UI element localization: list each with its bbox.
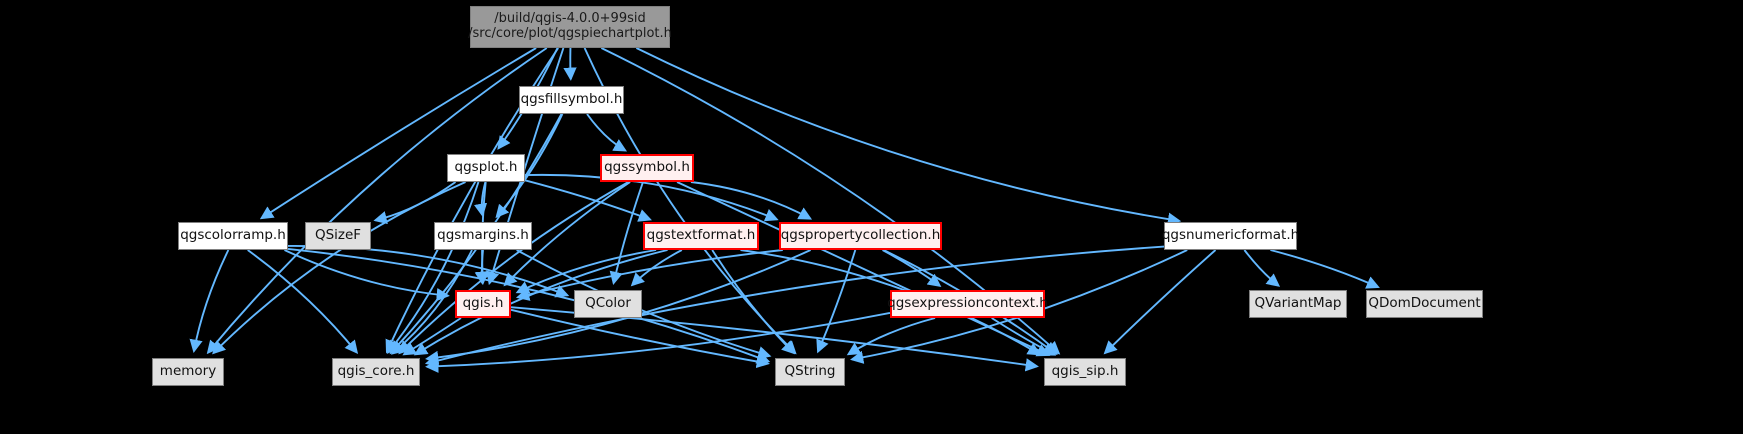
graph-edge-qgsplot-to-memory [212, 181, 466, 355]
graph-edge-qgstextformat-to-qgis [515, 249, 657, 294]
graph-node-qgis_core[interactable]: qgis_core.h [332, 358, 420, 386]
graph-edge-qgscolorramp-to-qgis_core [247, 249, 359, 355]
graph-node-QSizeF[interactable]: QSizeF [305, 222, 371, 250]
graph-edge-qgsplot-to-qgis_core [386, 181, 480, 355]
graph-node-qgsplot[interactable]: qgsplot.h [447, 154, 525, 182]
graph-node-qgssymbol[interactable]: qgssymbol.h [600, 154, 694, 182]
graph-edge-qgssymbol-to-QColor [609, 181, 644, 286]
graph-edge-qgsmargins-to-qgis [474, 249, 488, 285]
graph-node-root[interactable]: /build/qgis-4.0.0+99sid /src/core/plot/q… [468, 6, 672, 48]
graph-edge-qgstextformat-to-QString [711, 249, 796, 355]
graph-node-qgsexpressioncontext[interactable]: qgsexpressioncontext.h [887, 290, 1048, 318]
graph-edge-qgsfillsymbol-to-qgsmargins [495, 113, 564, 219]
graph-node-qgis[interactable]: qgis.h [455, 290, 511, 318]
graph-edge-root-to-qgsnumericformat [635, 47, 1182, 226]
graph-edge-qgsnumericformat-to-QDomDocument [1270, 249, 1380, 289]
graph-edge-qgscolorramp-to-QString [287, 248, 771, 364]
graph-edge-qgstextformat-to-qgis_sip [740, 249, 1042, 356]
graph-edge-qgssymbol-to-qgis [503, 181, 631, 287]
graph-edge-qgsexpressioncontext-to-qgis_core [425, 311, 891, 373]
graph-edge-qgsexpressioncontext-to-QString [846, 317, 936, 356]
graph-edge-qgssymbol-to-qgis_core [398, 181, 629, 355]
graph-node-qgsnumericformat[interactable]: qgsnumericformat.h [1162, 222, 1299, 250]
graph-edge-qgis-to-qgis_core [402, 317, 462, 356]
graph-edge-qgsplot-to-QSizeF [373, 181, 457, 225]
graph-node-QColor[interactable]: QColor [574, 290, 642, 318]
graph-node-qgsmargins[interactable]: qgsmargins.h [434, 222, 532, 250]
graph-node-qgis_sip[interactable]: qgis_sip.h [1044, 358, 1126, 386]
graph-edge-qgspropertycollection-to-QString [816, 249, 857, 354]
graph-edge-qgis-to-QString [510, 308, 770, 369]
graph-node-QDomDocument[interactable]: QDomDocument [1366, 290, 1483, 318]
graph-edge-qgspropertycollection-to-qgsexpressioncontext [882, 249, 942, 287]
graph-edge-root-to-qgis [486, 47, 565, 286]
graph-edge-root-to-qgscolorramp [259, 47, 537, 220]
graph-node-qgscolorramp[interactable]: qgscolorramp.h [178, 222, 288, 250]
graph-node-memory[interactable]: memory [152, 358, 224, 386]
graph-edge-qgscolorramp-to-memory [189, 249, 230, 353]
graph-edge-root-to-memory [206, 47, 548, 355]
graph-edge-qgsplot-to-qgspropertycollection [524, 173, 779, 222]
graph-edge-qgsplot-to-qgstextformat [524, 179, 652, 222]
graph-node-qgstextformat[interactable]: qgstextformat.h [643, 222, 759, 250]
graph-edge-qgsnumericformat-to-qgis_core [424, 245, 1165, 367]
graph-node-qgspropertycollection[interactable]: qgspropertycollection.h [779, 222, 942, 250]
graph-edge-qgssymbol-to-qgspropertycollection [690, 181, 813, 220]
graph-edge-qgsfillsymbol-to-qgssymbol [586, 113, 628, 152]
graph-node-QVariantMap[interactable]: QVariantMap [1249, 290, 1347, 318]
graph-edge-qgspropertycollection-to-qgis [515, 249, 783, 301]
graph-edge-qgsnumericformat-to-qgis_sip [1103, 249, 1217, 355]
graph-edge-qgsnumericformat-to-QVariantMap [1243, 249, 1281, 287]
graph-node-qgsfillsymbol[interactable]: qgsfillsymbol.h [519, 86, 624, 114]
graph-node-QString[interactable]: QString [775, 358, 845, 386]
graph-edge-qgscolorramp-to-qgis [284, 249, 450, 302]
graph-edge-qgsexpressioncontext-to-qgis_sip [991, 317, 1057, 356]
graph-edge-qgstextformat-to-QColor [630, 249, 683, 287]
